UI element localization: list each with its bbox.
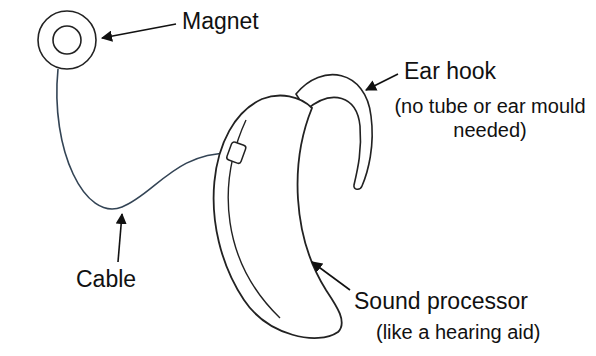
leader-arrow xyxy=(102,24,176,38)
leader-arrow xyxy=(118,214,122,262)
part-label: Sound processor xyxy=(354,288,528,316)
sound-processor-body xyxy=(214,96,342,339)
leader-arrow xyxy=(366,74,398,90)
part-note: (no tube or ear mould needed) xyxy=(388,94,592,142)
magnet-outer xyxy=(38,11,96,69)
cable-wire xyxy=(57,69,232,209)
part-label: Cable xyxy=(76,266,136,294)
part-label: Magnet xyxy=(182,8,259,36)
part-label: Ear hook xyxy=(404,58,496,86)
processor-button xyxy=(226,141,247,164)
magnet-inner xyxy=(53,26,81,54)
part-note: (like a hearing aid) xyxy=(376,320,541,344)
leader-arrow xyxy=(312,262,350,290)
ear-hook xyxy=(296,75,372,190)
